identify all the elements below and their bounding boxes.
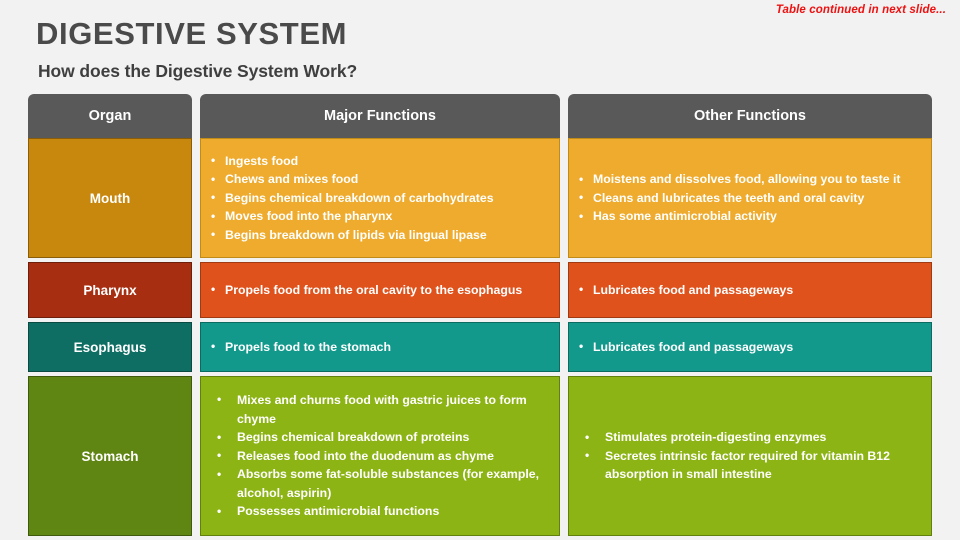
list-item: Begins breakdown of lipids via lingual l… [209, 225, 549, 245]
list-item: Moves food into the pharynx [209, 207, 549, 226]
organ-name-pharynx: Pharynx [28, 262, 192, 318]
major-functions-esophagus: Propels food to the stomach [200, 322, 560, 372]
organ-name-esophagus: Esophagus [28, 322, 192, 372]
list-item: Propels food from the oral cavity to the… [209, 280, 549, 300]
other-functions-stomach: Stimulates protein-digesting enzymesSecr… [568, 376, 932, 536]
list-item: Ingests food [209, 151, 549, 171]
list-item: Begins chemical breakdown of proteins [209, 428, 549, 447]
digestive-system-table: Organ Major Functions Other Functions Mo… [28, 94, 932, 540]
bullet-list: Stimulates protein-digesting enzymesSecr… [577, 428, 921, 484]
other-functions-mouth: Moistens and dissolves food, allowing yo… [568, 138, 932, 258]
table-continued-note: Table continued in next slide... [775, 4, 946, 16]
list-item: Cleans and lubricates the teeth and oral… [577, 188, 921, 208]
list-item: Releases food into the duodenum as chyme [209, 446, 549, 466]
column-header-major-functions: Major Functions [200, 94, 560, 138]
list-item: Stimulates protein-digesting enzymes [577, 428, 921, 447]
table-row: Stomach Mixes and churns food with gastr… [28, 376, 932, 536]
bullet-list: Ingests foodChews and mixes foodBegins c… [209, 151, 549, 245]
organ-name-mouth: Mouth [28, 138, 192, 258]
list-item: Mixes and churns food with gastric juice… [209, 390, 549, 428]
page-title: DIGESTIVE SYSTEM [36, 16, 348, 51]
column-header-other-functions: Other Functions [568, 94, 932, 138]
list-item: Lubricates food and passageways [577, 337, 921, 357]
list-item: Has some antimicrobial activity [577, 207, 921, 226]
table-row: Pharynx Propels food from the oral cavit… [28, 262, 932, 318]
list-item: Absorbs some fat-soluble substances (for… [209, 465, 549, 502]
list-item: Possesses antimicrobial functions [209, 502, 549, 521]
other-functions-esophagus: Lubricates food and passageways [568, 322, 932, 372]
major-functions-stomach: Mixes and churns food with gastric juice… [200, 376, 560, 536]
column-header-organ: Organ [28, 94, 192, 138]
bullet-list: Propels food from the oral cavity to the… [209, 280, 549, 300]
table-row: Esophagus Propels food to the stomach Lu… [28, 322, 932, 372]
list-item: Secretes intrinsic factor required for v… [577, 446, 921, 484]
bullet-list: Propels food to the stomach [209, 337, 549, 357]
page-subtitle: How does the Digestive System Work? [38, 61, 358, 81]
bullet-list: Lubricates food and passageways [577, 280, 921, 300]
list-item: Chews and mixes food [209, 170, 549, 189]
bullet-list: Mixes and churns food with gastric juice… [209, 390, 549, 521]
list-item: Propels food to the stomach [209, 337, 549, 357]
other-functions-pharynx: Lubricates food and passageways [568, 262, 932, 318]
major-functions-pharynx: Propels food from the oral cavity to the… [200, 262, 560, 318]
list-item: Moistens and dissolves food, allowing yo… [577, 170, 921, 189]
organ-name-stomach: Stomach [28, 376, 192, 536]
table-header-row: Organ Major Functions Other Functions [28, 94, 932, 138]
major-functions-mouth: Ingests foodChews and mixes foodBegins c… [200, 138, 560, 258]
list-item: Begins chemical breakdown of carbohydrat… [209, 188, 549, 208]
bullet-list: Moistens and dissolves food, allowing yo… [577, 170, 921, 226]
table-row: Mouth Ingests foodChews and mixes foodBe… [28, 138, 932, 258]
bullet-list: Lubricates food and passageways [577, 337, 921, 357]
list-item: Lubricates food and passageways [577, 280, 921, 300]
